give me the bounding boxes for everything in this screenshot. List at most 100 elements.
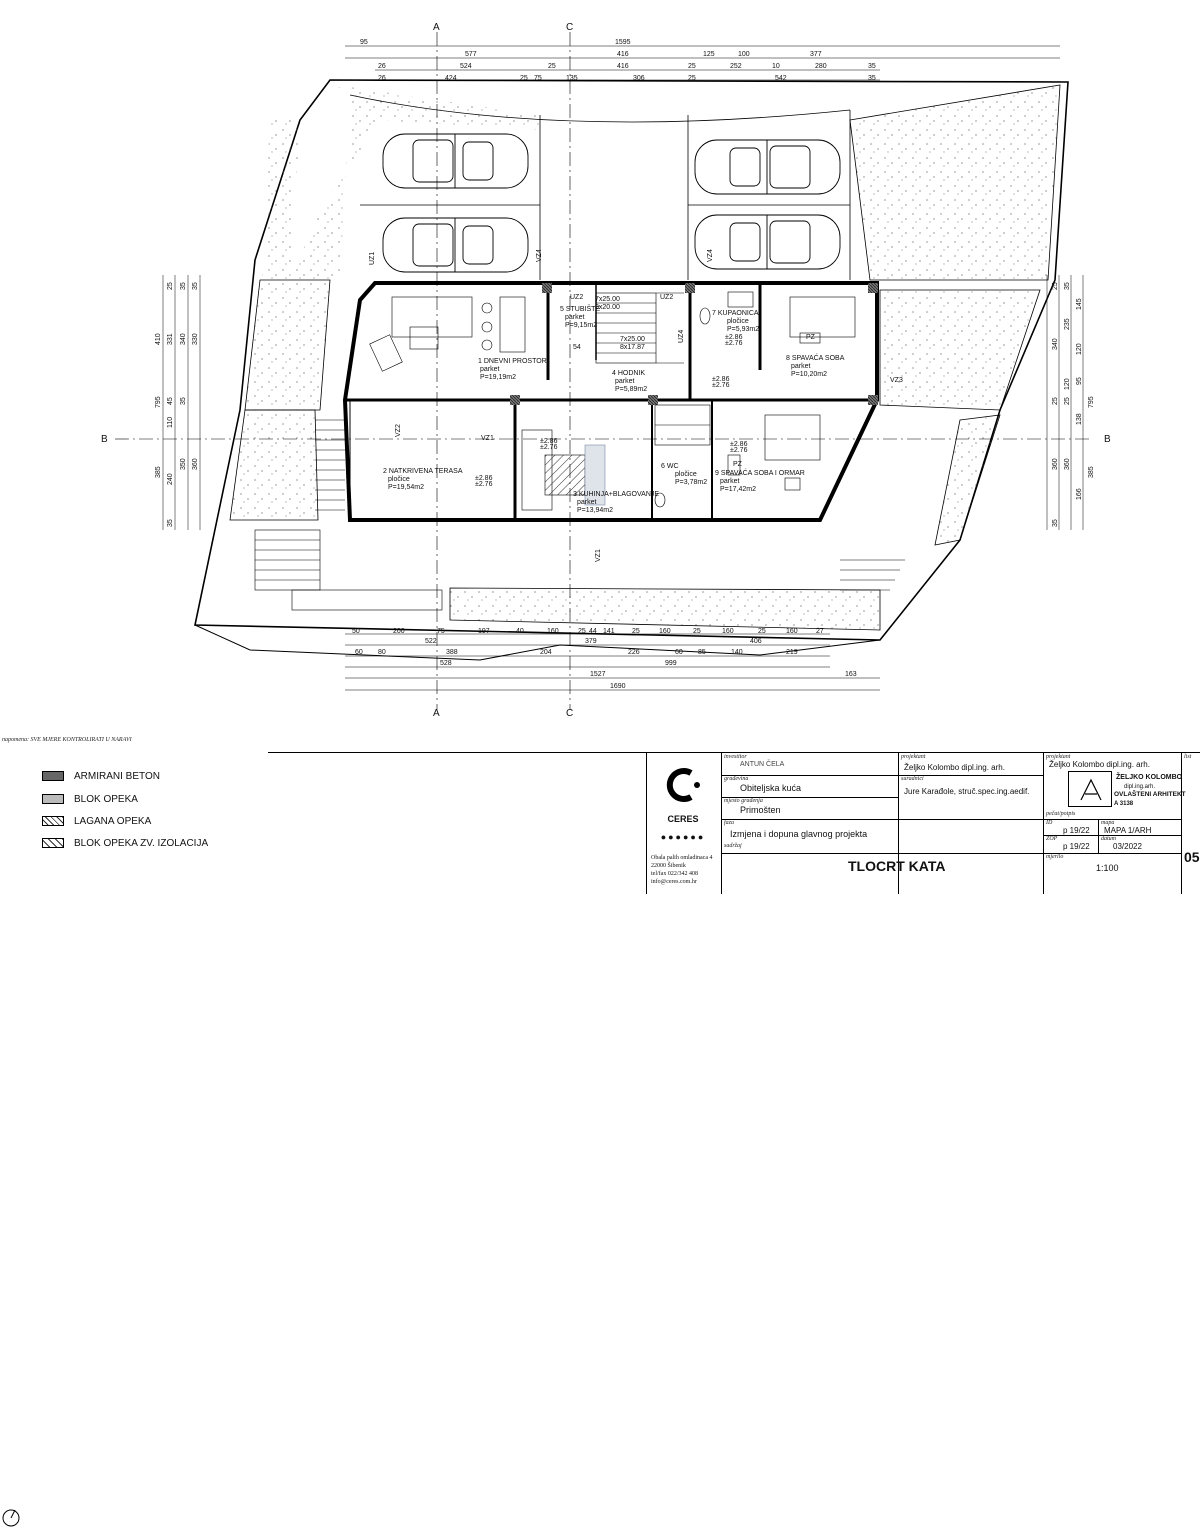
dim-left-5: 330	[192, 333, 199, 345]
level-bottom: ±2.76	[540, 444, 558, 451]
dim-bot-r1-13: 25	[758, 628, 766, 635]
dim-top-r3-8: 35	[868, 63, 876, 70]
axis-label-c-top: C	[566, 22, 573, 33]
window-tag: PZ	[733, 461, 743, 468]
dim-right-2: 385	[1088, 466, 1095, 478]
floor-plan-drawing: A C A C B B 95 1595 577 416 125 100 377 …	[101, 22, 1111, 719]
room-spavaca-soba-ormar: 9 SPAVAĆA SOBA I ORMAR parket P=17,42m2	[715, 468, 805, 493]
left-dimensions	[162, 275, 201, 530]
dim-top-r3-5: 252	[730, 63, 742, 70]
dim-bot-r3-7: 140	[731, 649, 743, 656]
car-icon	[694, 214, 841, 270]
legend-label: BLOK OPEKA ZV. IZOLACIJA	[74, 837, 209, 849]
mjerilo-label: mjerilo	[1046, 854, 1064, 860]
stamp-emblem-icon	[1080, 778, 1102, 801]
dim-bot-r1-12: 160	[722, 628, 734, 635]
window-tag: VZ2	[395, 424, 402, 437]
dim-bot-r4-1: 999	[665, 660, 677, 667]
dim-left-11: 35	[180, 282, 187, 290]
furniture	[369, 291, 856, 511]
mjesto-value: Primošten	[740, 805, 781, 815]
dim-left-12: 35	[192, 282, 199, 290]
datum-value: 03/2022	[1113, 842, 1142, 851]
dim-bot-r1-8: 141	[603, 628, 615, 635]
dim-top-r4-6: 25	[688, 75, 696, 82]
level-top: ±2.86	[475, 475, 493, 482]
room-natkrivena-terasa: 2 NATKRIVENA TERASA pločice P=19,54m2	[383, 468, 463, 491]
room-area: P=5,89m2	[615, 386, 647, 393]
dim-bot-r3-1: 80	[378, 649, 386, 656]
dim-left-6: 110	[167, 417, 174, 428]
dim-top-r3-3: 416	[617, 63, 629, 70]
legend-label: BLOK OPEKA	[74, 793, 138, 805]
dim-top-r3-2: 25	[548, 63, 556, 70]
dim-bot-r1-3: 197	[478, 628, 490, 635]
legend-swatch-light-brick	[42, 816, 64, 826]
dim-top-r1-0: 95	[360, 39, 368, 46]
room-name: 2 NATKRIVENA TERASA	[383, 468, 463, 475]
room-name: 1 DNEVNI PROSTOR	[478, 358, 547, 365]
general-note: napomena: SVE MJERE KONTROLIRATI U NARAV…	[2, 737, 132, 743]
title-block: CERES ●●●●●● Obala palih omladinaca 4 22…	[268, 752, 1200, 894]
level-top: ±2.86	[725, 334, 743, 341]
car-icon	[382, 133, 529, 189]
dim-top-r2-1: 416	[617, 51, 629, 58]
zop-value: p 19/22	[1063, 842, 1090, 851]
dim-top-r2-3: 100	[738, 51, 750, 58]
room-floor: pločice	[675, 471, 697, 478]
gradevina-label: građevina	[724, 776, 749, 782]
ceres-logo-icon	[666, 768, 700, 802]
dim-right-4: 235	[1064, 318, 1071, 330]
dim-top-r3-4: 25	[688, 63, 696, 70]
dim-top-r4-8: 35	[868, 75, 876, 82]
dim-bot-r5-0: 1527	[590, 671, 606, 678]
dim-top-r3-0: 26	[378, 63, 386, 70]
dim-right-12: 25	[1052, 282, 1059, 290]
dim-bot-r1-2: 75	[437, 628, 445, 635]
investitor-value: ANTUN ČELA	[740, 761, 785, 768]
level-bottom: ±2.76	[730, 447, 748, 454]
room-stubiste: 5 STUBIŠTE parket P=9,15m2	[560, 304, 600, 329]
stair-note-c: 7x25.00	[620, 336, 645, 343]
drawing-title: TLOCRT KATA	[848, 858, 946, 874]
window-tag: VZ1	[481, 435, 494, 442]
dim-top-r4-7: 542	[775, 75, 787, 82]
dim-right-10: 166	[1076, 488, 1083, 500]
company-dots: ●●●●●●	[660, 832, 706, 842]
garden-areas	[229, 84, 1061, 631]
sheet-number: 05	[1184, 849, 1200, 865]
company-logo: CERES ●●●●●●	[653, 761, 713, 842]
dim-right-9: 360	[1052, 458, 1059, 470]
window-tag: VZ3	[890, 377, 903, 384]
stamp-line1: ŽELJKO KOLOMBO	[1116, 774, 1183, 781]
stamp-line4: A 3138	[1114, 801, 1134, 807]
parked-cars	[382, 133, 841, 273]
dim-bot-r5-1: 163	[845, 671, 857, 678]
faza-value: Izmjena i dopuna glavnog projekta	[730, 829, 868, 839]
list-label: list	[1184, 754, 1192, 760]
dim-top-r3-6: 10	[772, 63, 780, 70]
dim-right-1: 795	[1088, 396, 1095, 408]
dim-bot-r3-6: 85	[698, 649, 706, 656]
dim-bot-r3-0: 60	[355, 649, 363, 656]
legend-item-armirani-beton: ARMIRANI BETON	[42, 769, 160, 783]
dim-left-3: 331	[167, 333, 174, 345]
gradevina-value: Obiteljska kuća	[740, 783, 802, 793]
dim-bot-r3-8: 219	[786, 649, 798, 656]
dim-bot-r2-1: 379	[585, 638, 597, 645]
room-floor: parket	[565, 314, 585, 321]
legend-label: LAGANA OPEKA	[74, 815, 152, 827]
window-tag: UZ2	[570, 294, 583, 301]
projektant2-label: projektant	[1046, 754, 1071, 760]
dim-bot-r6-0: 1690	[610, 683, 626, 690]
dim-bot-r2-2: 406	[750, 638, 762, 645]
legend-item-blok-opeka-izolacija: BLOK OPEKA ZV. IZOLACIJA	[42, 836, 208, 850]
dim-left-8: 360	[192, 458, 199, 470]
company-phone: tel/fax 022/342 408	[651, 871, 698, 877]
axis-label-a-bottom: A	[433, 708, 440, 719]
dim-left-1: 795	[155, 396, 162, 408]
room-area: P=19,54m2	[388, 484, 424, 491]
mapa-value: MAPA 1/ARH	[1104, 826, 1152, 835]
north-arrow-icon	[2, 1509, 20, 1527]
room-name: 6 WC	[661, 463, 679, 470]
